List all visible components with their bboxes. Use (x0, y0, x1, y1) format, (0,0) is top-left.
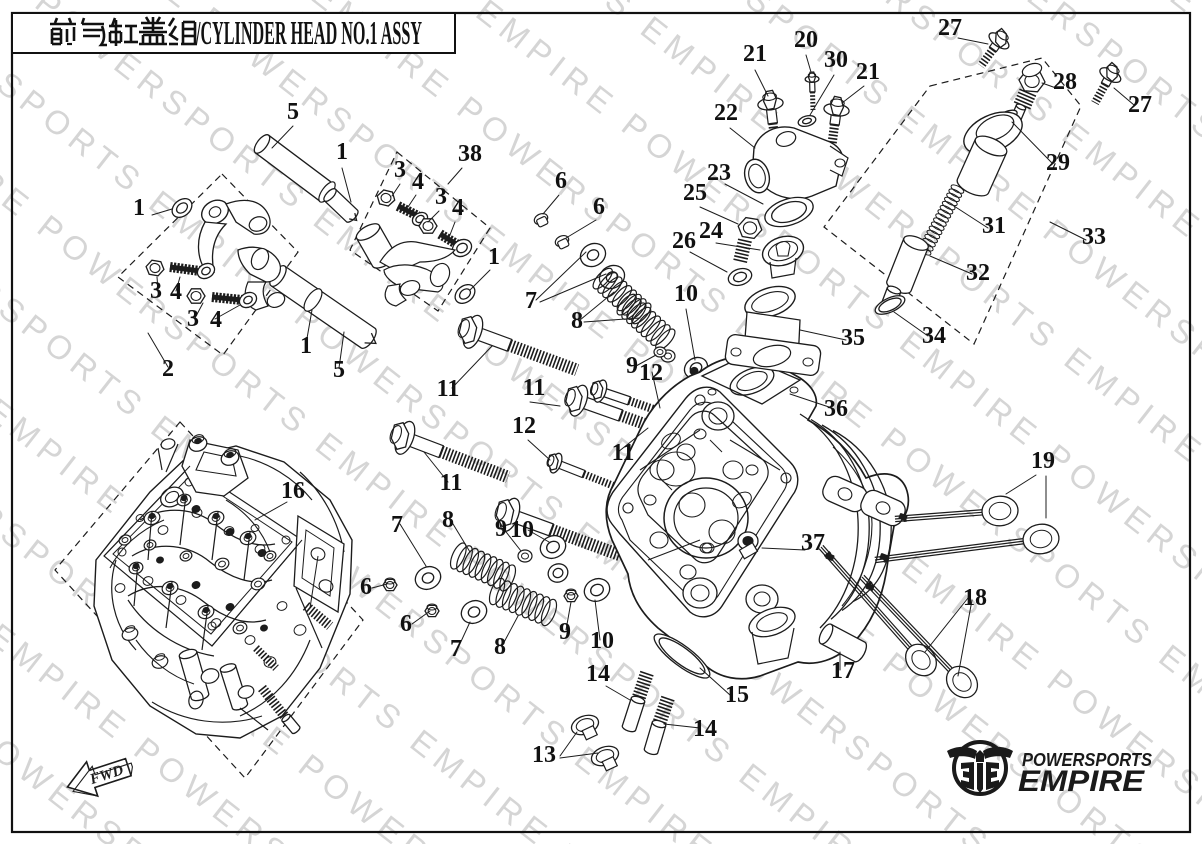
svg-text:27: 27 (938, 15, 962, 41)
svg-text:11: 11 (437, 376, 460, 402)
svg-text:1: 1 (133, 195, 145, 221)
svg-text:1: 1 (488, 244, 500, 270)
svg-text:16: 16 (281, 478, 305, 504)
svg-text:4: 4 (452, 195, 464, 221)
svg-text:7: 7 (525, 288, 537, 314)
svg-text:29: 29 (1046, 150, 1070, 176)
svg-text:21: 21 (856, 59, 880, 85)
svg-text:14: 14 (586, 661, 610, 687)
svg-text:26: 26 (672, 228, 696, 254)
svg-text:31: 31 (982, 213, 1006, 239)
svg-text:36: 36 (824, 396, 848, 422)
svg-text:/CYLINDER HEAD NO.1 ASSY: /CYLINDER HEAD NO.1 ASSY (196, 15, 422, 52)
svg-text:37: 37 (801, 530, 825, 556)
svg-text:34: 34 (922, 323, 946, 349)
svg-text:11: 11 (440, 470, 463, 496)
svg-text:33: 33 (1082, 224, 1106, 250)
svg-text:5: 5 (287, 99, 299, 125)
svg-text:9: 9 (495, 516, 507, 542)
svg-text:4: 4 (412, 169, 424, 195)
svg-text:3: 3 (435, 184, 447, 210)
svg-text:12: 12 (639, 360, 663, 386)
svg-text:35: 35 (841, 325, 865, 351)
svg-text:10: 10 (674, 281, 698, 307)
svg-text:17: 17 (831, 658, 855, 684)
svg-text:32: 32 (966, 260, 990, 286)
svg-text:14: 14 (693, 716, 717, 742)
svg-text:18: 18 (963, 585, 987, 611)
svg-text:8: 8 (442, 507, 454, 533)
svg-text:8: 8 (494, 634, 506, 660)
svg-text:30: 30 (824, 47, 848, 73)
svg-text:11: 11 (523, 375, 546, 401)
svg-text:EMPIRE: EMPIRE (1018, 765, 1145, 798)
svg-text:3: 3 (187, 306, 199, 332)
svg-text:4: 4 (210, 307, 222, 333)
svg-text:11: 11 (612, 440, 635, 466)
svg-text:24: 24 (699, 218, 723, 244)
svg-text:20: 20 (794, 27, 818, 53)
svg-text:21: 21 (743, 41, 767, 67)
svg-text:12: 12 (512, 413, 536, 439)
svg-text:POWERSPORTS: POWERSPORTS (1022, 750, 1152, 770)
svg-text:10: 10 (590, 628, 614, 654)
svg-text:1: 1 (300, 333, 312, 359)
svg-text:3: 3 (394, 157, 406, 183)
svg-text:23: 23 (707, 160, 731, 186)
svg-text:6: 6 (360, 574, 372, 600)
svg-text:4: 4 (170, 279, 182, 305)
svg-text:8: 8 (571, 308, 583, 334)
svg-text:22: 22 (714, 100, 738, 126)
svg-text:1: 1 (336, 139, 348, 165)
svg-text:5: 5 (333, 357, 345, 383)
svg-text:2: 2 (162, 356, 174, 382)
svg-text:27: 27 (1128, 92, 1152, 118)
svg-text:6: 6 (593, 194, 605, 220)
svg-text:19: 19 (1031, 448, 1055, 474)
svg-text:6: 6 (555, 168, 567, 194)
svg-text:3: 3 (150, 278, 162, 304)
svg-text:9: 9 (559, 619, 571, 645)
svg-text:13: 13 (532, 742, 556, 768)
svg-text:7: 7 (391, 512, 403, 538)
svg-text:9: 9 (626, 353, 638, 379)
svg-text:6: 6 (400, 611, 412, 637)
svg-text:15: 15 (725, 682, 749, 708)
svg-text:10: 10 (510, 517, 534, 543)
svg-text:25: 25 (683, 180, 707, 206)
svg-text:7: 7 (450, 636, 462, 662)
svg-text:28: 28 (1053, 69, 1077, 95)
svg-text:38: 38 (458, 141, 482, 167)
